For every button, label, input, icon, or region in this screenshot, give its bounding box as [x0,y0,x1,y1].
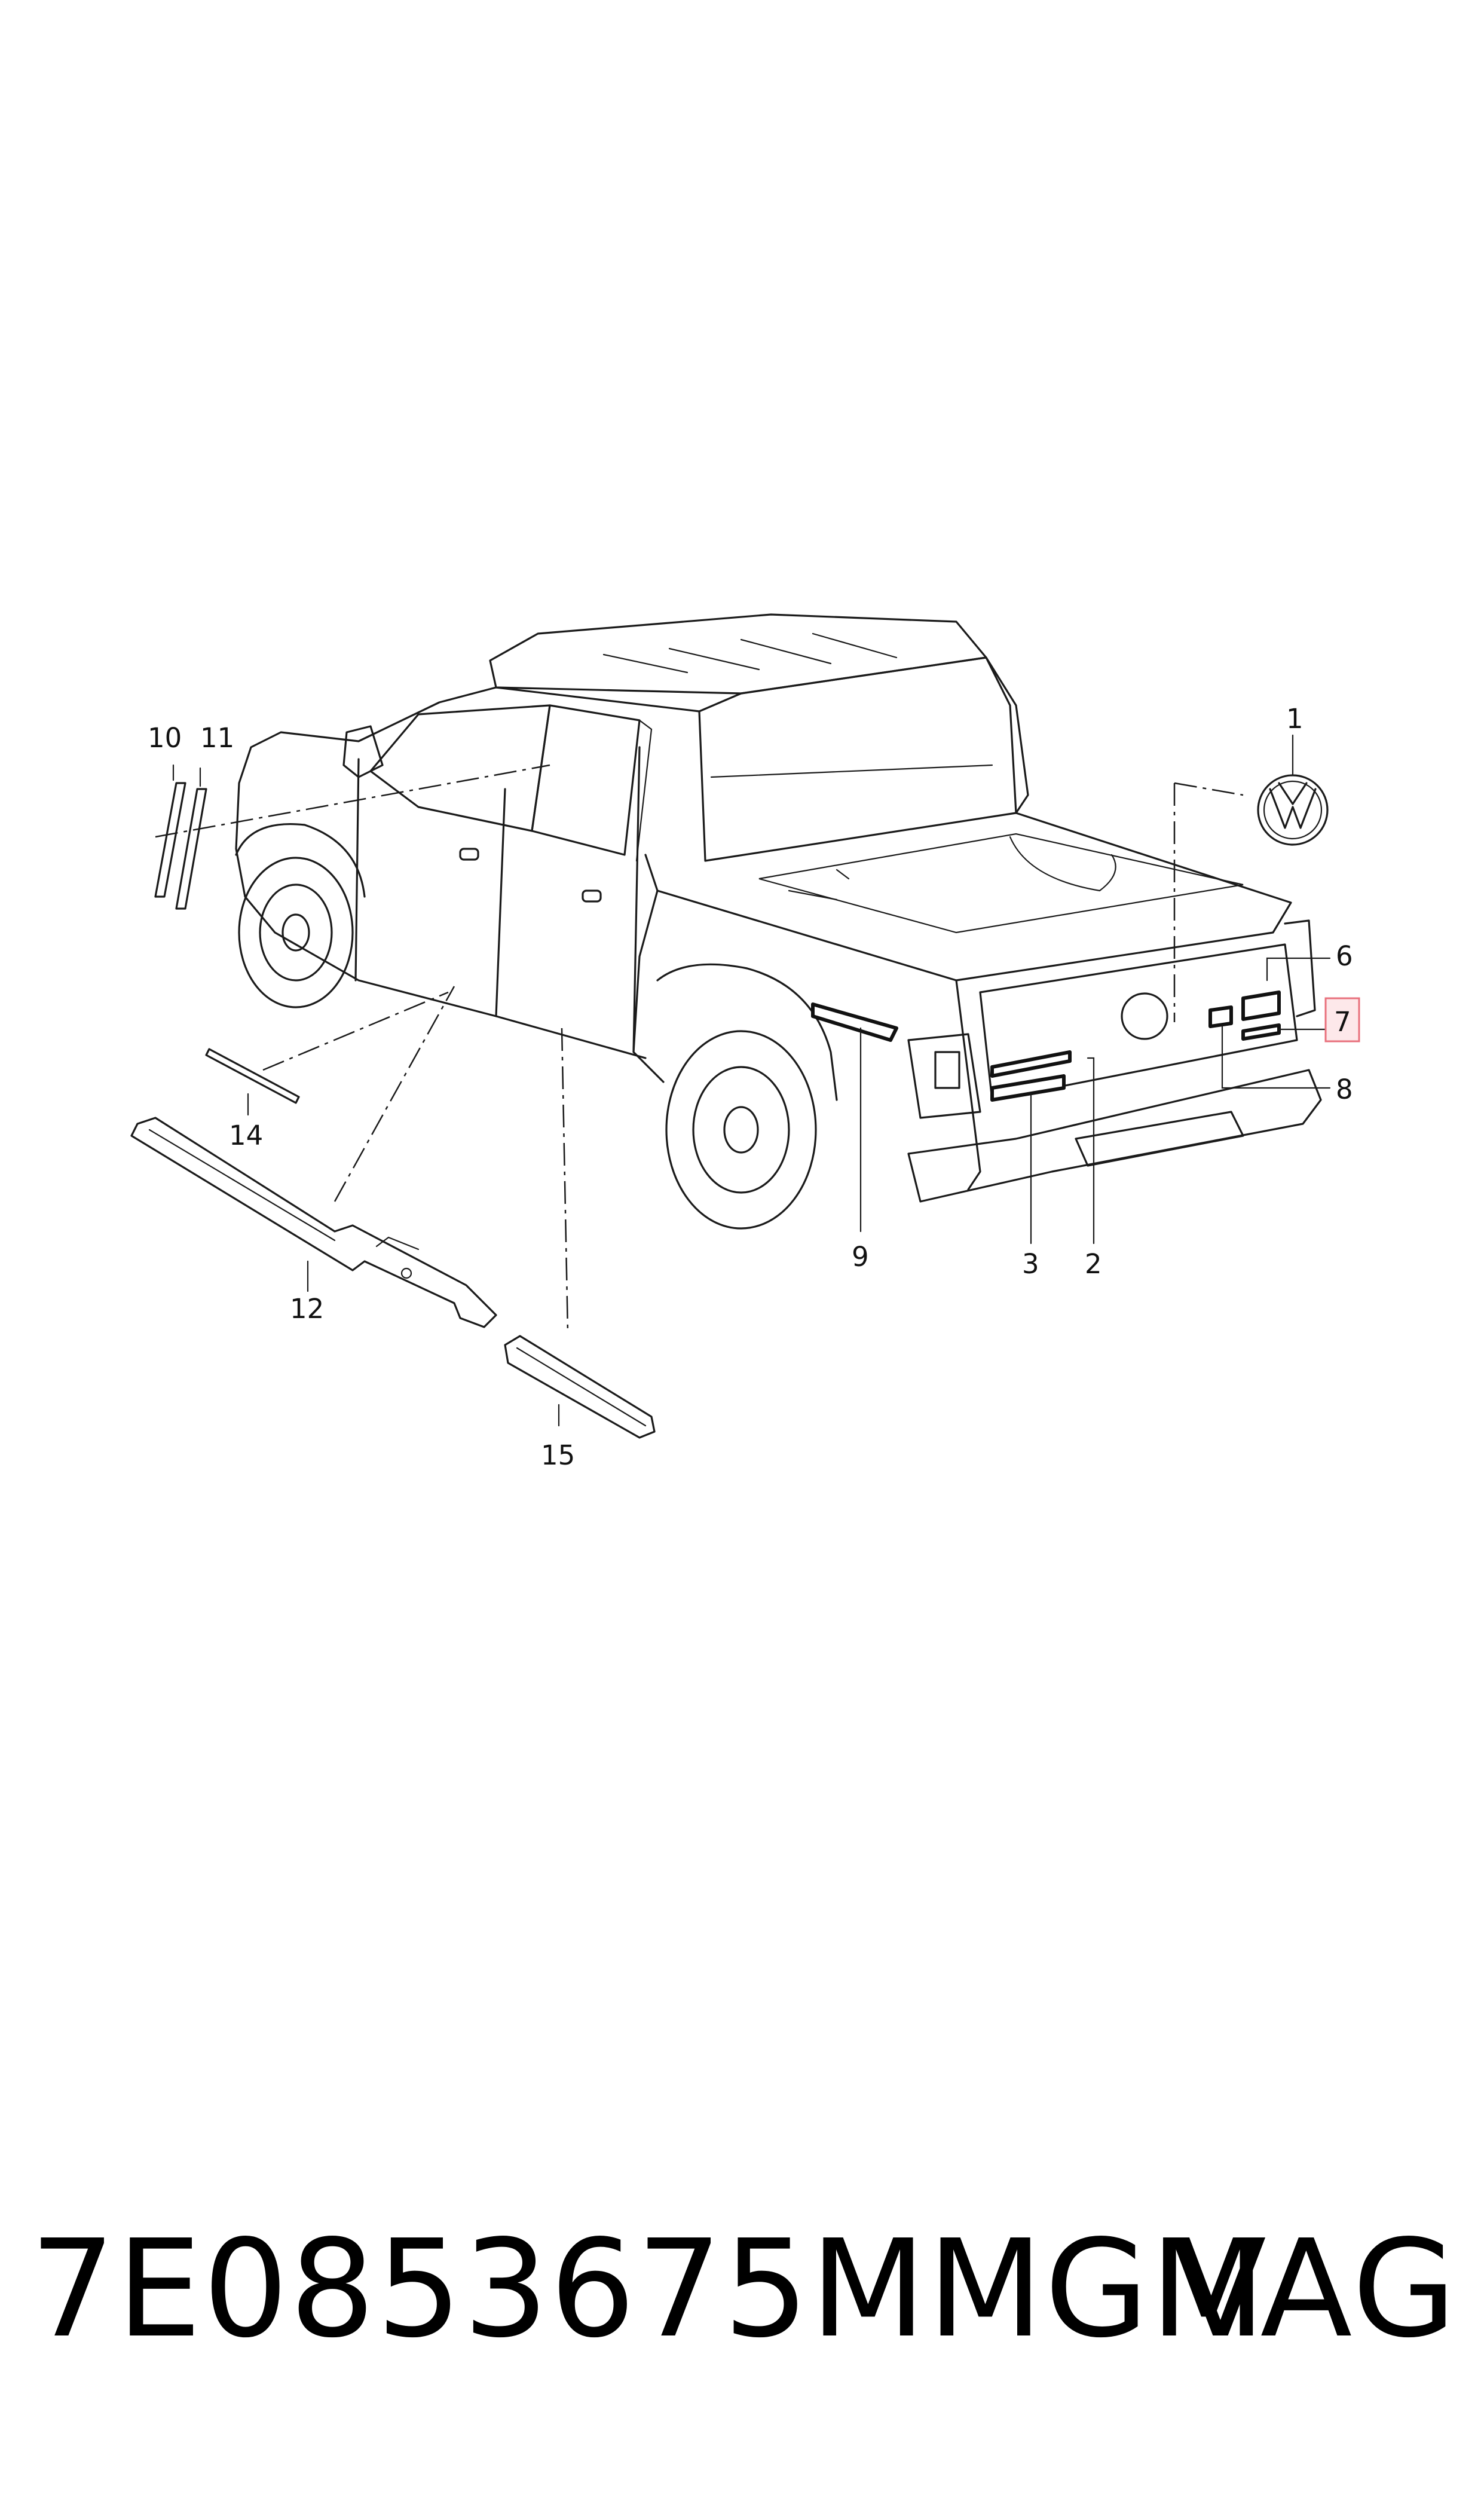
callout-2: 2 [1085,1248,1102,1280]
callout-9: 9 [852,1241,869,1273]
leader-lines [155,734,1331,1427]
footer: 7E0853675MMGM VAG [0,2212,1484,2367]
brand-label: VAG [1174,2211,1459,2368]
part-10-strip [154,782,186,898]
callout-7-highlight [1324,997,1360,1043]
part-14-strip [205,1048,300,1104]
callout-11: 11 [200,722,234,754]
decal-6 [1241,990,1281,1021]
callout-10: 10 [148,722,182,754]
decal-9 [811,1002,898,1042]
part-number-label: 7E0853675MMGM [30,2211,1268,2368]
callout-1: 1 [1286,703,1304,735]
decal-8 [1208,1005,1233,1028]
decal-parts [811,990,1281,1102]
decal-2 [990,1050,1072,1078]
part-12-sill [130,1117,497,1328]
callouts: 1 2 3 6 7 8 9 10 11 12 14 15 [148,703,1360,1471]
vw-logo-icon [1257,774,1329,846]
decal-7 [1241,1023,1281,1041]
callout-12: 12 [290,1293,324,1325]
decal-3 [990,1074,1066,1102]
callout-6: 6 [1336,940,1353,972]
pickup-truck-drawing [235,613,1322,1230]
part-11-strip [175,788,207,910]
callout-7: 7 [1334,1006,1351,1038]
callout-8: 8 [1336,1074,1353,1105]
part-15-step [504,1335,656,1439]
callout-14: 14 [229,1120,263,1151]
callout-15: 15 [541,1439,575,1471]
callout-3: 3 [1022,1248,1039,1280]
